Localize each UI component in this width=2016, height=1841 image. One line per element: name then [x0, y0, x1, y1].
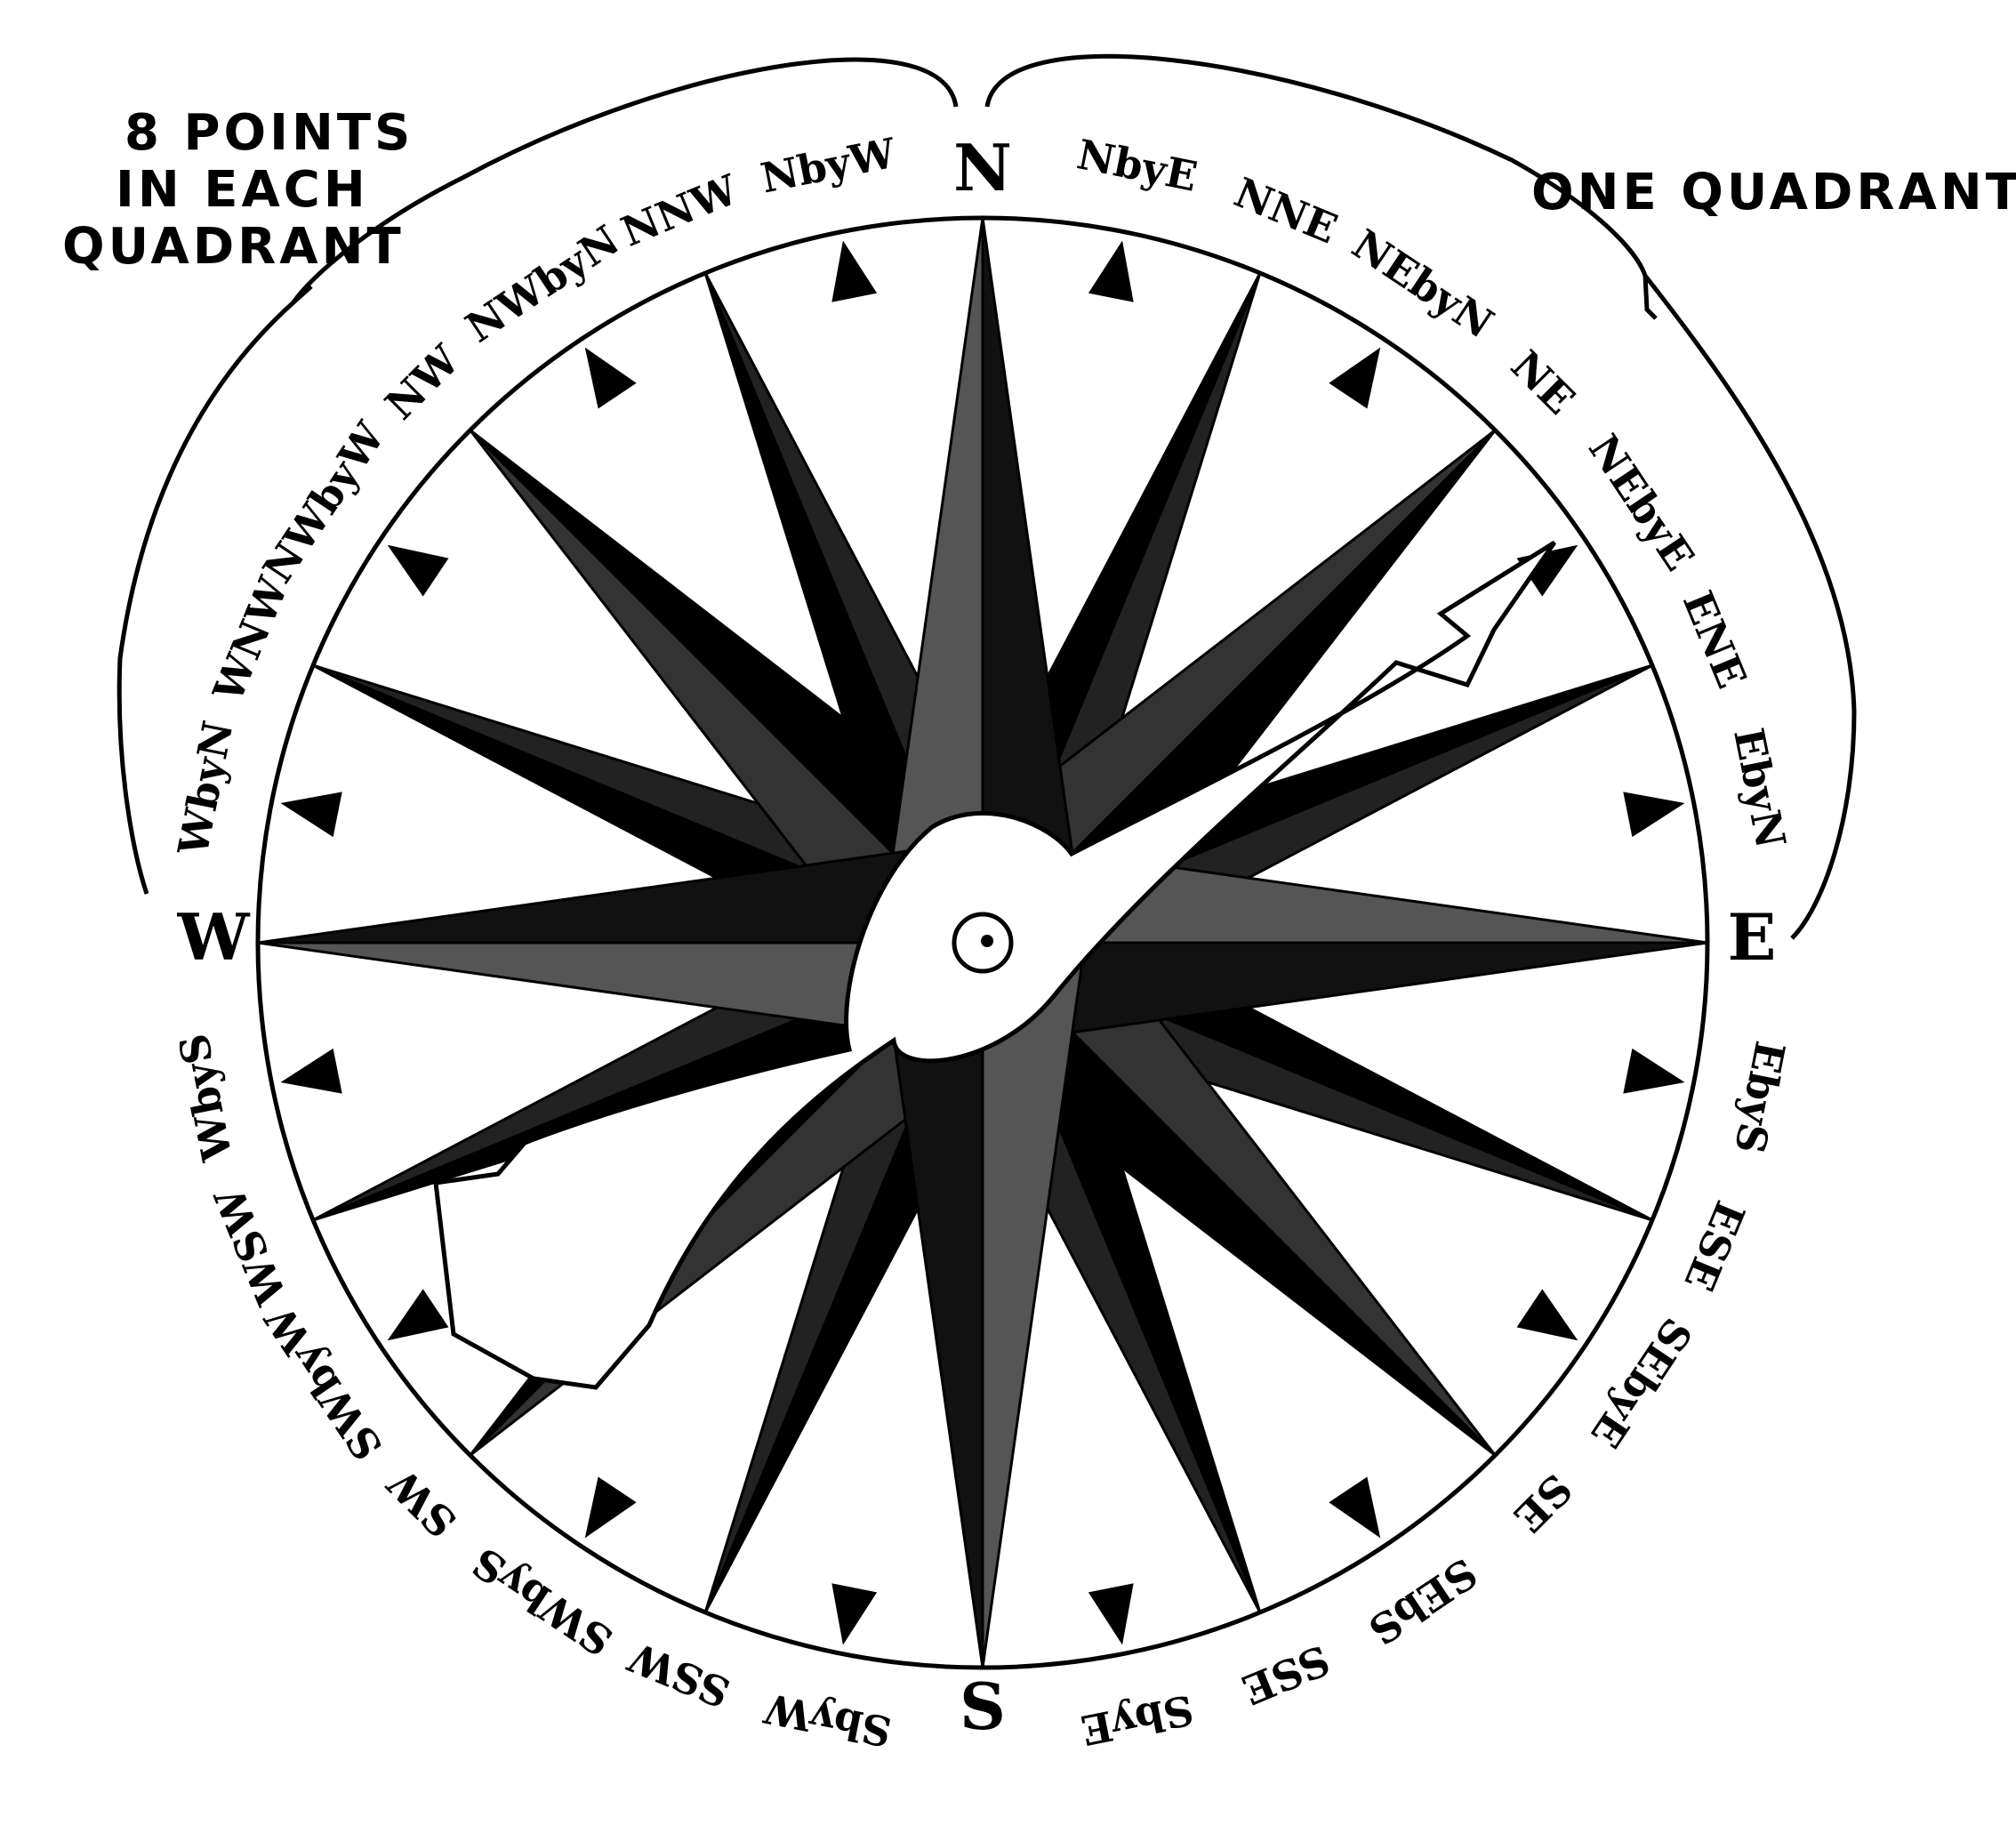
label-s: S [960, 1668, 1006, 1744]
tick-sbye [1088, 1583, 1134, 1645]
compass-needle [433, 540, 1557, 1390]
label-wbys: WbyS [170, 1030, 242, 1166]
label-e: E [1728, 899, 1777, 975]
tick-sebye [1516, 1289, 1578, 1341]
tick-wbys [280, 1048, 342, 1094]
needle-pivot-dot [981, 935, 993, 947]
label-nbyw: NbyW [757, 128, 901, 202]
caption-left-line-3: QUADRANT [62, 218, 405, 276]
label-sebs: SEbS [1360, 1548, 1485, 1654]
tick-nwbyn [584, 347, 637, 409]
point-tick-marks [280, 240, 1685, 1645]
label-sw: SW [378, 1459, 466, 1547]
label-ese: ESE [1675, 1194, 1754, 1298]
label-ebys: EbyS [1725, 1037, 1795, 1157]
label-wbyn: WbyN [169, 717, 243, 860]
label-nwbyn: NWbyN [457, 216, 628, 352]
ray-e-right [981, 941, 1708, 1047]
tick-swbyw [387, 1289, 449, 1341]
label-w: W [177, 899, 251, 975]
quadrant-bracket-right [984, 53, 1857, 940]
label-sbye: SbyE [1077, 1685, 1197, 1755]
tick-nebyn [1329, 347, 1381, 409]
tick-ebys [1623, 1048, 1685, 1094]
tick-ebyn [1623, 792, 1685, 838]
tick-nwbyw [387, 544, 449, 597]
label-ssw: SSW [621, 1632, 736, 1716]
label-sebye: SEbyE [1581, 1310, 1701, 1457]
label-sbyw: SbyW [759, 1684, 896, 1756]
tick-nbye [1088, 240, 1134, 302]
quadrant-bracket-right-tail [1643, 275, 1658, 320]
label-nne: NNE [1228, 168, 1345, 253]
caption-left-line-2: IN EACH [116, 161, 369, 219]
label-nw: NW [376, 335, 470, 429]
tick-sbyw [831, 1583, 878, 1645]
ray-s-left [981, 941, 1087, 1668]
quadrant-bracket-left-tail [292, 285, 313, 304]
tick-nbyw [831, 240, 878, 302]
tick-sebs [1329, 1476, 1381, 1539]
label-sse: SSE [1235, 1636, 1337, 1714]
label-ene: ENE [1674, 584, 1756, 695]
label-nnw: NNW [614, 165, 745, 255]
label-ebyn: EbyN [1724, 724, 1795, 852]
label-nwbyw: NWbyW [253, 413, 395, 591]
label-n: N [953, 130, 1012, 205]
caption-left-line-1: 8 POINTS [124, 104, 414, 162]
caption-right: ONE QUADRANT [1531, 164, 2016, 221]
tick-swbys [584, 1476, 637, 1539]
label-nbye: NbyE [1073, 130, 1201, 200]
tick-wbyn [280, 792, 342, 838]
label-swbyw: SWbyW [255, 1297, 392, 1469]
label-wnw: WNW [204, 569, 298, 709]
label-wsw: WSW [205, 1179, 296, 1312]
label-se: SE [1505, 1465, 1581, 1541]
label-ne: NE [1502, 342, 1585, 424]
